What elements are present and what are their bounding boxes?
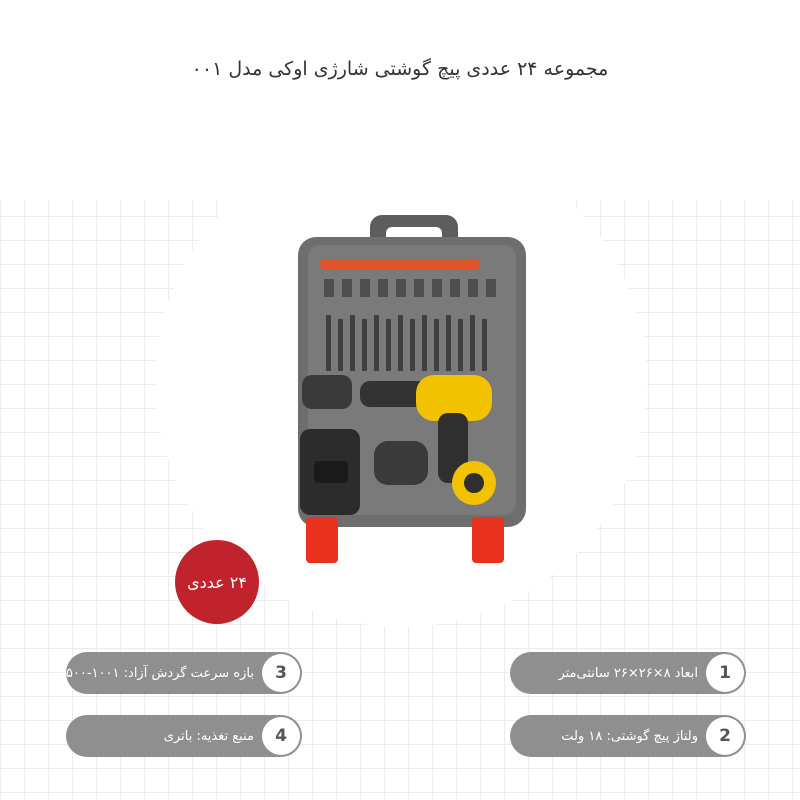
spec-text: بازه سرعت گردش آزاد: ۱۰۰۱-۱۵۰۰ (58, 665, 254, 681)
spec-pill-speed: 3 بازه سرعت گردش آزاد: ۱۰۰۱-۱۵۰۰ (59, 652, 302, 694)
drill-case-image (298, 215, 526, 563)
spec-number: 1 (706, 654, 744, 692)
spec-number: 2 (706, 717, 744, 755)
spec-number: 3 (262, 654, 300, 692)
quantity-badge: ۲۴ عددی (175, 540, 259, 624)
spec-text: منبع تغذیه: باتری (163, 728, 254, 744)
page-title: مجموعه ۲۴ عددی پیچ گوشتی شارژی اوکی مدل … (191, 58, 609, 80)
spec-text: ولتاژ پیچ گوشتی: ۱۸ ولت (561, 728, 698, 744)
spec-pill-dimensions: 1 ابعاد ۸×۲۶×۲۶ سانتی‌متر (510, 652, 746, 694)
spec-number: 4 (262, 717, 300, 755)
spec-text: ابعاد ۸×۲۶×۲۶ سانتی‌متر (558, 665, 698, 681)
spec-pill-power-source: 4 منبع تغذیه: باتری (66, 715, 302, 757)
spec-pill-voltage: 2 ولتاژ پیچ گوشتی: ۱۸ ولت (510, 715, 746, 757)
